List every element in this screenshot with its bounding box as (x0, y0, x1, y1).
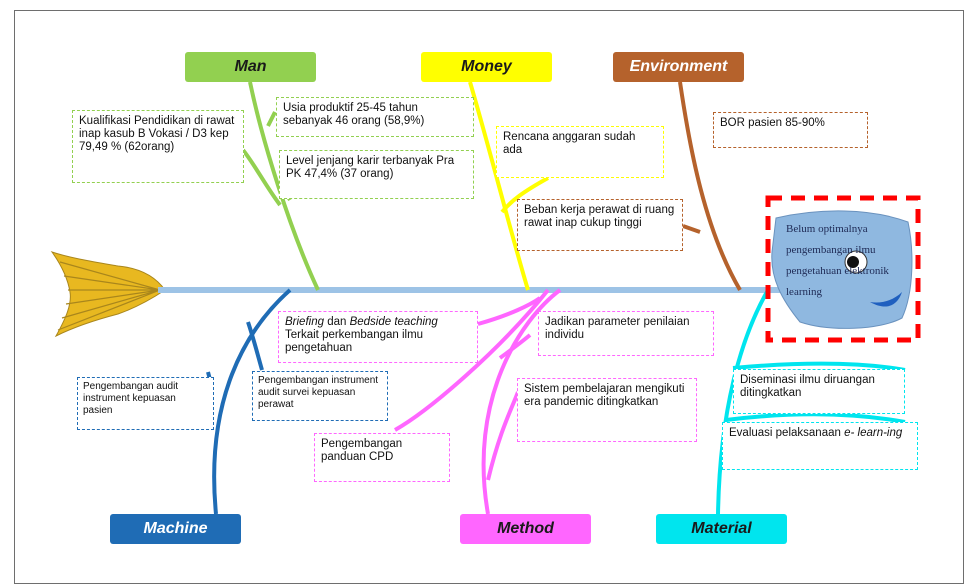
diagram-frame (14, 10, 964, 584)
category-money: Money (421, 52, 552, 82)
cause-environment-workload: Beban kerja perawat di ruang rawat inap … (517, 199, 683, 251)
cause-man-age: Usia produktif 25-45 tahun sebanyak 46 o… (276, 97, 474, 137)
cause-man-career-level: Level jenjang karir terbanyak Pra PK 47,… (279, 150, 474, 199)
problem-box (765, 195, 921, 343)
cause-machine-patient-audit: Pengembangan audit instrument kepuasan p… (77, 377, 214, 430)
bedside-teaching-term: Bedside teaching (349, 316, 438, 328)
cause-method-briefing: Briefing dan Bedside teaching Terkait pe… (278, 311, 478, 363)
category-man: Man (185, 52, 316, 82)
cause-method-cpd: Pengembangan panduan CPD (314, 433, 450, 482)
problem-statement: Belum optimalnya pengembangan ilmu penge… (786, 223, 889, 298)
fish-mouth (870, 292, 902, 307)
money-bone (468, 81, 549, 291)
cause-machine-nurse-survey: Pengembangan instrument audit survei kep… (252, 371, 388, 421)
briefing-description: Terkait perkembangan ilmu pengetahuan (285, 329, 424, 354)
elearning-term: e- learn-ing (844, 427, 903, 439)
category-method: Method (460, 514, 591, 544)
cause-material-dissemination: Diseminasi ilmu diruangan ditingkatkan (733, 369, 905, 414)
cause-environment-bor: BOR pasien 85-90% (713, 112, 868, 148)
elearning-evaluation-text: Evaluasi pelaksanaan (729, 427, 845, 439)
category-environment: Environment (613, 52, 744, 82)
fish-eye (844, 250, 868, 274)
briefing-connector: dan (324, 316, 350, 328)
category-machine: Machine (110, 514, 241, 544)
fish-tail (50, 251, 166, 338)
method-bone (394, 288, 562, 515)
cause-material-elearning-evaluation: Evaluasi pelaksanaan e- learn-ing (722, 422, 918, 470)
category-material: Material (656, 514, 787, 544)
fish-head (771, 210, 913, 329)
environment-bone (678, 81, 742, 292)
cause-method-learning-system: Sistem pembelajaran mengikuti era pandem… (517, 378, 697, 442)
cause-method-parameter: Jadikan parameter penilaian individu (538, 311, 714, 356)
cause-money-budget: Rencana anggaran sudah ada (496, 126, 664, 178)
cause-man-education: Kualifikasi Pendidikan di rawat inap kas… (72, 110, 244, 183)
briefing-term: Briefing (285, 316, 324, 328)
